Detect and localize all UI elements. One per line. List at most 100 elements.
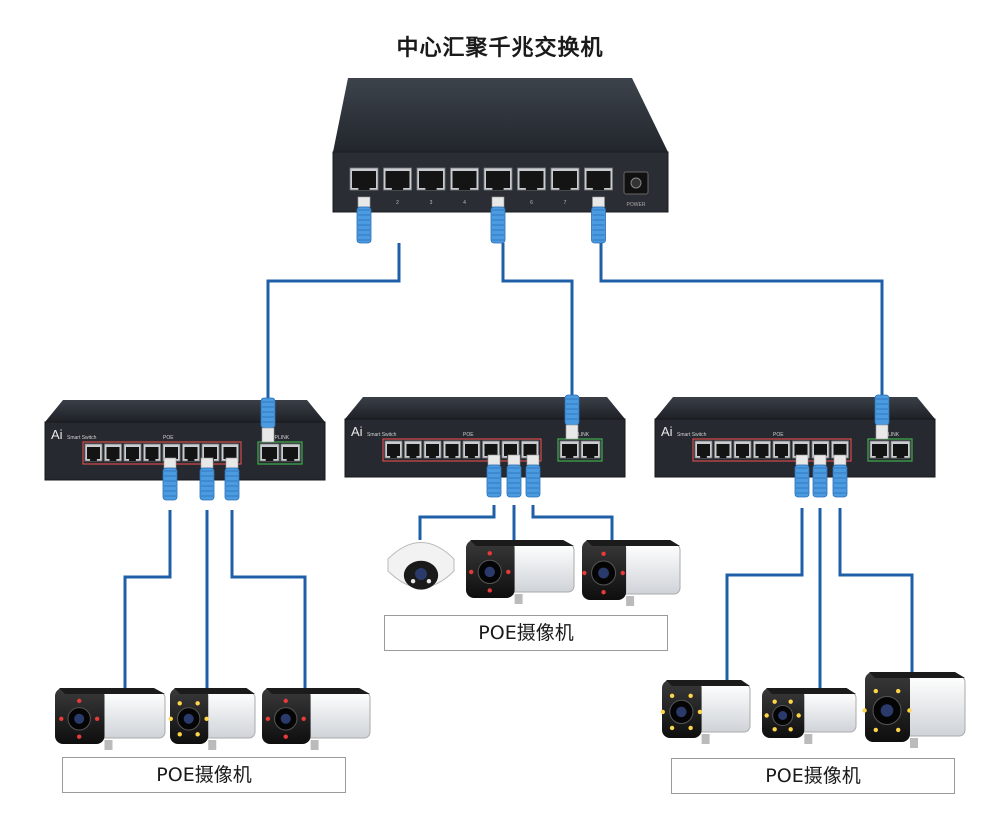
poe-port [694, 440, 713, 459]
core-port [349, 167, 379, 191]
dome-camera-icon [387, 542, 455, 590]
uplink-port [259, 443, 280, 462]
core-power-hole [630, 177, 642, 189]
bullet-camera-icon [466, 540, 575, 604]
poe-port [84, 443, 103, 462]
poe-switch-top [345, 397, 625, 419]
uplink-connector [564, 394, 580, 440]
core-port [550, 167, 580, 191]
camera-group-label-middle: POE摄像机 [384, 615, 668, 651]
core-port-number: 2 [396, 200, 399, 206]
uplink-label: UPLINK [271, 435, 290, 441]
poe-switch-brand: Smart Switch [367, 432, 397, 438]
bullet-camera-icon [55, 688, 166, 750]
camera-cables [123, 505, 914, 690]
poe-label: POE [163, 435, 174, 441]
poe-port [384, 440, 403, 459]
core-port-number: 4 [463, 200, 466, 206]
poe-port-frame [692, 438, 852, 462]
core-switch-top [333, 78, 668, 152]
bullet-camera-icon [762, 688, 857, 744]
uplink-connector [260, 397, 276, 443]
uplink-label: UPLINK [881, 432, 900, 438]
core-port [584, 167, 613, 191]
poe-port [753, 440, 771, 459]
diagram-title: 中心汇聚千兆交换机 [396, 36, 604, 61]
poe-port [182, 443, 200, 462]
poe-port-connector [506, 454, 522, 498]
cable-left-1 [123, 510, 172, 690]
cable-right-1 [725, 508, 804, 680]
uplink-port [580, 440, 601, 459]
poe-port-connector [525, 454, 541, 498]
poe-label: POE [463, 432, 474, 438]
core-port [483, 167, 513, 191]
core-port [416, 167, 446, 191]
cable-core-to-switch-middle [501, 243, 574, 400]
poe-port-connector [812, 454, 828, 498]
poe-port-connector [162, 457, 178, 501]
core-port [517, 167, 546, 191]
cable-left-3 [230, 510, 307, 690]
core-port-connector [356, 196, 372, 244]
core-port-number: 3 [430, 200, 433, 206]
core-port-number: 6 [530, 200, 533, 206]
poe-switch-brand: Smart Switch [677, 432, 707, 438]
poe-switch-logo: Ai [51, 427, 63, 442]
bullet-camera-icon [660, 680, 751, 744]
camera-group-label-left: POE摄像机 [62, 757, 346, 793]
uplink-port [869, 440, 890, 459]
cable-mid-1 [418, 505, 496, 540]
uplink-port-frame [257, 441, 303, 465]
cable-core-to-switch-right [599, 243, 884, 400]
poe-port [143, 443, 161, 462]
bullet-camera-icon [862, 672, 966, 748]
core-connectors [356, 196, 606, 244]
poe-switch-top [655, 397, 935, 419]
uplink-port [890, 440, 911, 459]
poe-port [423, 440, 442, 459]
poe-port-connector [832, 454, 848, 498]
poe-switch-brand: Smart Switch [67, 435, 97, 441]
poe-port [104, 443, 122, 462]
poe-port [482, 440, 500, 459]
uplink-port [280, 443, 301, 462]
poe-port-frame [82, 441, 242, 465]
cameras [55, 540, 966, 750]
poe-switch-logo: Ai [661, 424, 673, 439]
camera-group-label-right: POE摄像机 [671, 758, 955, 794]
uplink-connector [874, 394, 890, 440]
poe-port [123, 443, 142, 462]
cable-core-to-switch-left [266, 243, 401, 400]
bullet-camera-icon [168, 688, 256, 750]
poe-port [733, 440, 752, 459]
poe-switch-top [45, 400, 325, 422]
poe-port [404, 440, 422, 459]
uplink-cables [266, 243, 884, 400]
poe-port [714, 440, 732, 459]
poe-port [443, 440, 461, 459]
bullet-camera-icon [582, 540, 681, 606]
cable-mid-3 [531, 505, 614, 540]
core-port-connector [490, 196, 506, 244]
core-switch: 12345678 POWER [332, 78, 669, 213]
poe-port-frame [382, 438, 542, 462]
core-port-number: 7 [564, 200, 567, 206]
core-port [383, 167, 412, 191]
bullet-camera-icon [262, 688, 371, 750]
poe-switch-logo: Ai [351, 424, 363, 439]
uplink-port-frame [557, 438, 603, 462]
poe-port [462, 440, 481, 459]
core-power-label: POWER [627, 202, 646, 208]
core-port [450, 167, 479, 191]
poe-port [772, 440, 791, 459]
poe-port-connector [199, 457, 215, 501]
poe-label: POE [773, 432, 784, 438]
poe-port-connector [794, 454, 810, 498]
